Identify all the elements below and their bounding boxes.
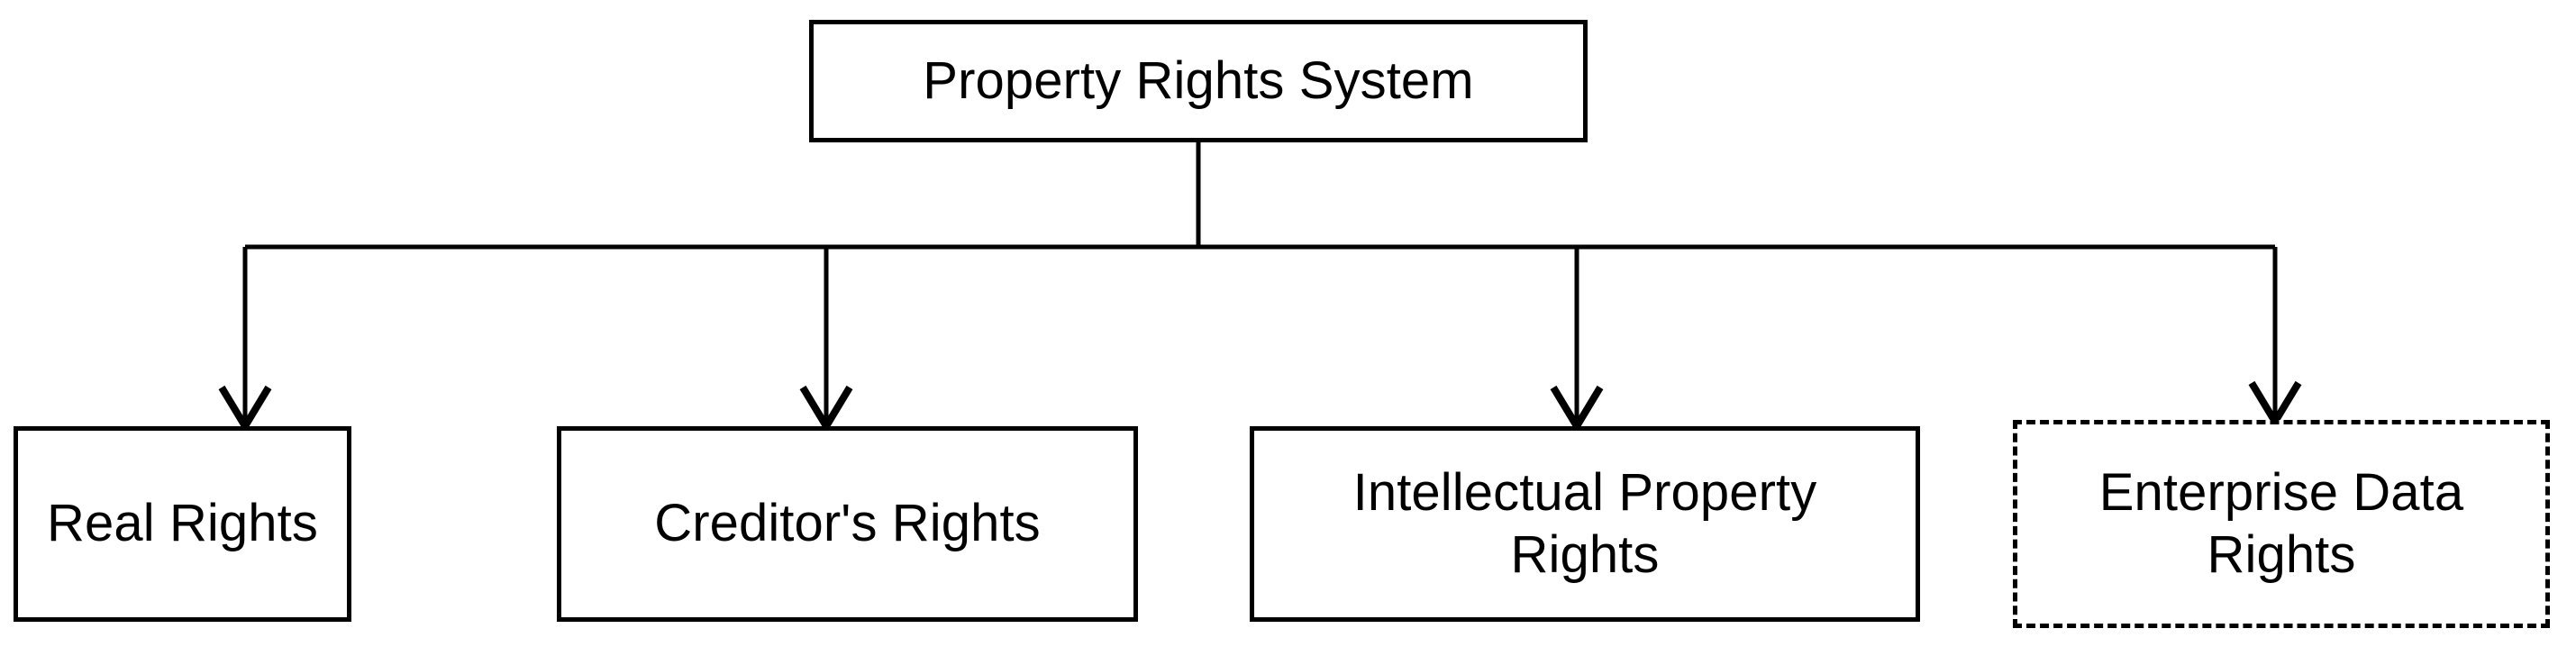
- node-property-rights-system[interactable]: Property Rights System: [809, 20, 1588, 142]
- node-label-intellectual-property-rights: Intellectual Property Rights: [1352, 463, 1817, 584]
- node-label-enterprise-data-rights: Enterprise Data Rights: [2098, 463, 2464, 584]
- node-creditors-rights[interactable]: Creditor's Rights: [557, 426, 1138, 622]
- node-label-creditors-rights: Creditor's Rights: [654, 494, 1041, 553]
- node-enterprise-data-rights[interactable]: Enterprise Data Rights: [2013, 420, 2550, 628]
- node-label-real-rights: Real Rights: [47, 494, 318, 553]
- node-label-property-rights-system: Property Rights System: [923, 50, 1474, 110]
- node-intellectual-property-rights[interactable]: Intellectual Property Rights: [1250, 426, 1920, 622]
- node-real-rights[interactable]: Real Rights: [14, 426, 351, 622]
